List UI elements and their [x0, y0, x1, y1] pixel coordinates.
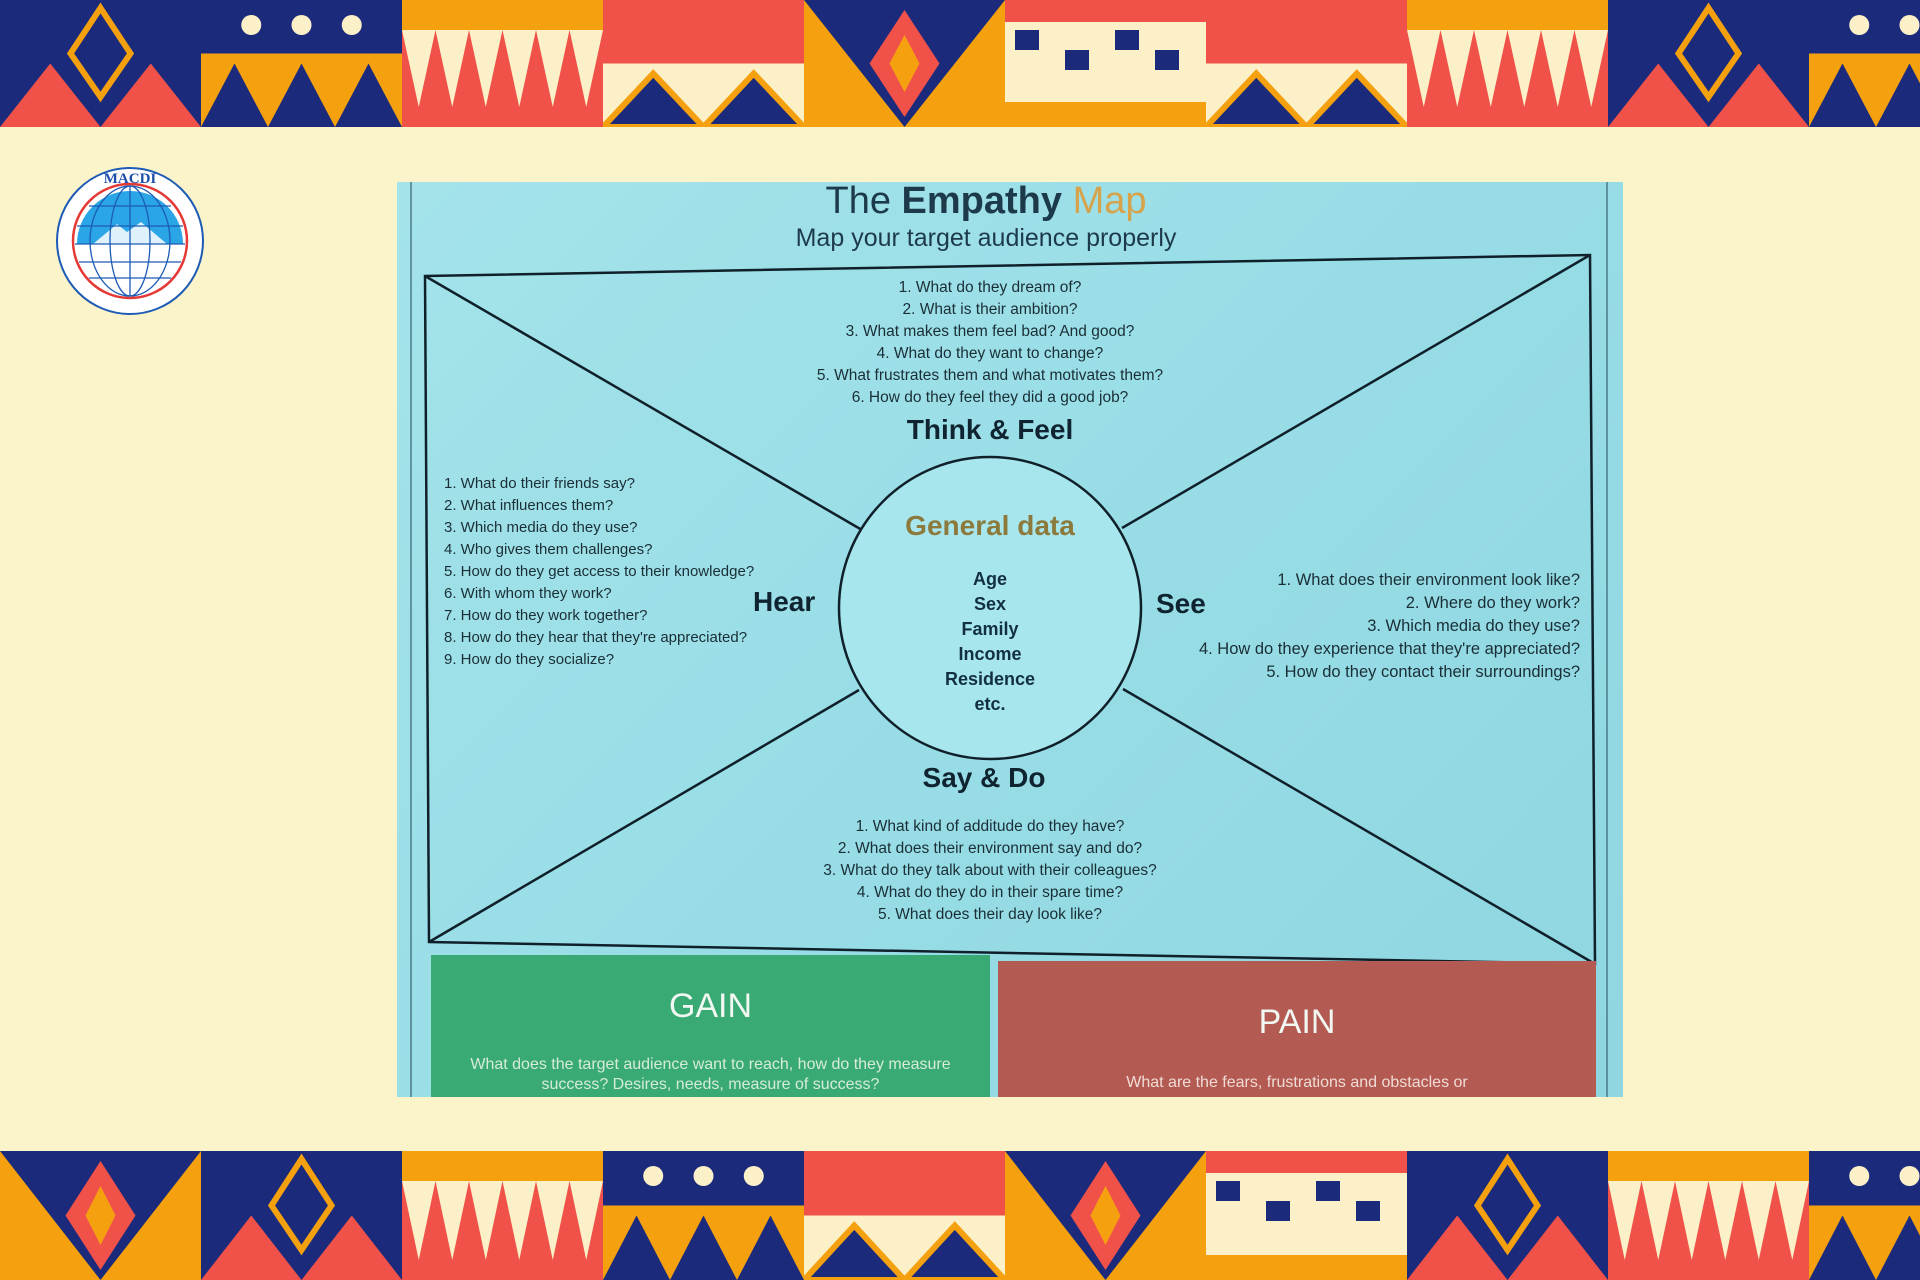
map-title: The Empathy Map	[825, 182, 1146, 223]
list-item: 1. What do their friends say?	[444, 475, 635, 492]
svg-text:MACDI: MACDI	[104, 171, 157, 187]
list-item: 4. How do they experience that they're a…	[1198, 640, 1580, 658]
title-word: The	[825, 182, 891, 222]
pain-label: PAIN	[1258, 1003, 1336, 1041]
pattern-tile	[1206, 1151, 1407, 1280]
general-data-heading: General data	[905, 510, 1075, 541]
list-item: etc.	[974, 694, 1006, 714]
list-item: 9. How do they socialize?	[444, 651, 615, 668]
pattern-tile	[804, 0, 1005, 127]
map-frame	[410, 182, 1608, 1097]
list-item: 6. With whom they work?	[444, 585, 612, 602]
pattern-tile	[1206, 0, 1407, 127]
list-item: 6. How do they feel they did a good job?	[851, 389, 1129, 406]
list-item: Sex	[973, 594, 1007, 614]
pattern-tile	[201, 0, 402, 127]
pattern-tile	[1809, 0, 1920, 127]
see-questions: 1. What does their environment look like…	[1199, 569, 1580, 684]
pattern-tile	[402, 1151, 603, 1280]
see-heading: See	[1156, 588, 1206, 619]
list-item: 2. Where do they work?	[1405, 594, 1580, 612]
list-item: 3. Which media do they use?	[1367, 617, 1580, 635]
pattern-tile	[1608, 1151, 1809, 1280]
list-item: 4. Who gives them challenges?	[444, 541, 653, 558]
list-item: Age	[972, 569, 1008, 589]
think-feel-heading: Think & Feel	[906, 414, 1074, 445]
pattern-tile	[1005, 0, 1206, 127]
empathy-map-photo: The Empathy Map Map your target audience…	[397, 182, 1623, 1097]
list-item: Income	[958, 644, 1022, 664]
decorative-pattern-bottom	[0, 1151, 1920, 1280]
hear-heading: Hear	[753, 586, 816, 617]
think-feel-questions: 1. What do they dream of? 2. What is thei…	[817, 277, 1163, 409]
list-item: 3. What do they talk about with their co…	[823, 862, 1157, 879]
list-item: 8. How do they hear that they're appreci…	[444, 629, 748, 646]
list-item: 5. How do they get access to their knowl…	[444, 563, 755, 580]
list-item: Family	[961, 619, 1019, 639]
pattern-tile	[603, 0, 804, 127]
say-do-questions: 1. What kind of additude do they have? 2.…	[823, 816, 1156, 926]
macdi-logo: MACDI	[55, 166, 205, 316]
list-item: 5. What frustrates them and what motivat…	[816, 367, 1164, 384]
pain-box: PAIN What are the fears, frustrations an…	[998, 961, 1596, 1097]
pain-description: What are the fears, frustrations and obs…	[1126, 1074, 1468, 1091]
gain-box: GAIN What does the target audience want …	[431, 955, 990, 1097]
gain-label: GAIN	[668, 987, 753, 1025]
gain-description: What does the target audience want to re…	[470, 1056, 951, 1093]
list-item: 1. What do they dream of?	[898, 279, 1082, 296]
list-item: 1. What does their environment look like…	[1277, 571, 1580, 589]
pattern-tile	[0, 1151, 201, 1280]
title-word: Map	[1072, 182, 1147, 222]
pattern-tile	[1407, 0, 1608, 127]
title-word: Empathy	[901, 182, 1063, 222]
pattern-tile	[1608, 0, 1809, 127]
list-item: 2. What influences them?	[444, 497, 614, 514]
pattern-tile	[201, 1151, 402, 1280]
say-do-heading: Say & Do	[922, 762, 1046, 793]
list-item: 5. How do they contact their surrounding…	[1266, 663, 1580, 681]
list-item: 4. What do they want to change?	[876, 345, 1104, 362]
list-item: 3. What makes them feel bad? And good?	[845, 323, 1135, 340]
list-item: Residence	[944, 669, 1036, 689]
hear-questions: 1. What do their friends say? 2. What inf…	[444, 473, 754, 671]
pattern-tile	[804, 1151, 1005, 1280]
list-item: 4. What do they do in their spare time?	[856, 884, 1124, 901]
list-item: 7. How do they work together?	[444, 607, 648, 624]
general-data-circle	[837, 455, 1143, 761]
list-item: 2. What is their ambition?	[902, 301, 1078, 318]
list-item: 1. What kind of additude do they have?	[855, 818, 1125, 835]
list-item: 2. What does their environment say and d…	[837, 840, 1143, 857]
pattern-tile	[603, 1151, 804, 1280]
pattern-tile	[402, 0, 603, 127]
pattern-tile	[0, 0, 201, 127]
list-item: 5. What does their day look like?	[877, 906, 1103, 923]
decorative-pattern-top	[0, 0, 1920, 127]
map-subtitle: Map your target audience properly	[795, 224, 1177, 252]
pattern-tile	[1005, 1151, 1206, 1280]
list-item: 3. Which media do they use?	[444, 519, 638, 536]
pattern-tile	[1407, 1151, 1608, 1280]
pattern-tile	[1809, 1151, 1920, 1280]
